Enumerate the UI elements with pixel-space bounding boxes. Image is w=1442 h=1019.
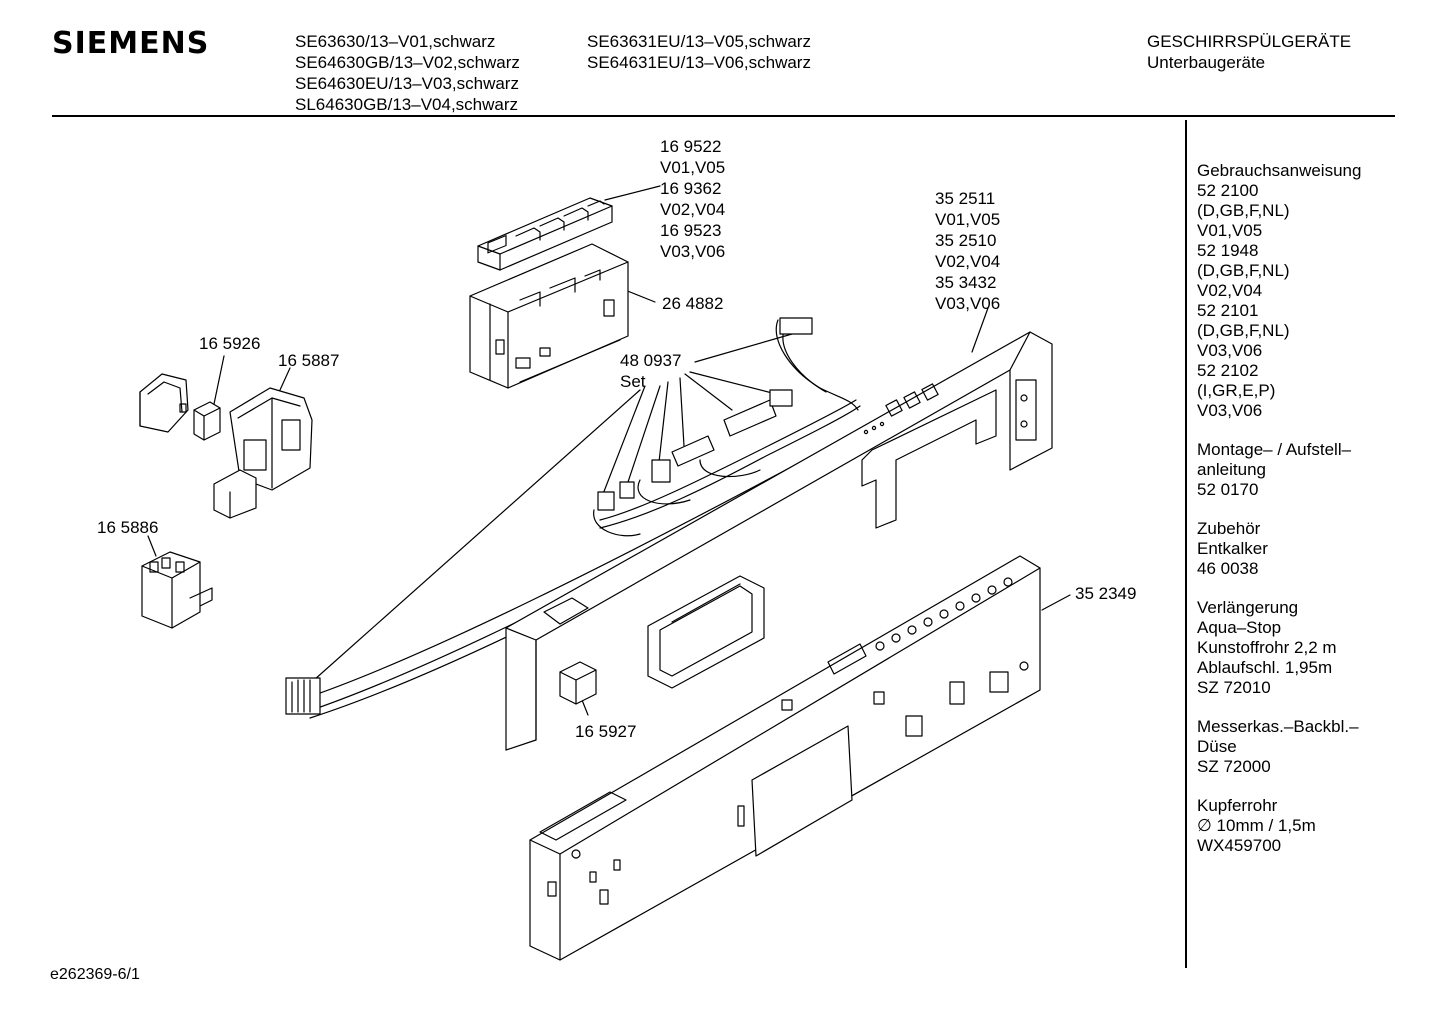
label-harness: 48 0937 Set — [620, 350, 681, 392]
note-line: Zubehör — [1197, 519, 1261, 538]
note-line: Kunstoffrohr 2,2 m — [1197, 638, 1337, 657]
brand-logo: SIEMENS — [52, 26, 210, 61]
category-line: Unterbaugeräte — [1147, 53, 1266, 72]
label-line: 16 9362 — [660, 179, 722, 198]
leader-lines — [147, 185, 1071, 716]
label-line: 48 0937 — [620, 351, 682, 370]
label-cover: 16 5926 — [199, 334, 261, 353]
housing-26-4882 — [469, 243, 629, 389]
label-front-panel: 35 2349 — [1075, 584, 1137, 603]
label-housing: 26 4882 — [662, 294, 724, 313]
panel-35-2511 — [505, 331, 1053, 751]
category-title: GESCHIRRSPÜLGERÄTE Unterbaugeräte — [1147, 31, 1351, 73]
note-line: SZ 72000 — [1197, 757, 1271, 776]
model-line: SE63631EU/13–V05,schwarz — [587, 32, 811, 51]
note-line: Messerkas.–Backbl.– — [1197, 717, 1359, 736]
note-line: V03,V06 — [1197, 341, 1263, 360]
label-line: V02,V04 — [660, 200, 726, 219]
note-line: Kupferrohr — [1197, 796, 1278, 815]
switch-16-5887 — [213, 387, 313, 519]
note-manual: Gebrauchsanweisung 52 2100 (D,GB,F,NL) V… — [1197, 161, 1361, 421]
cover-16-5926 — [139, 373, 189, 433]
label-line: V01,V05 — [935, 210, 1001, 229]
note-line: Entkalker — [1197, 539, 1268, 558]
model-line: SE64631EU/13–V06,schwarz — [587, 53, 811, 72]
relay-16-5886 — [141, 551, 213, 629]
label-control-module: 16 9522 V01,V05 16 9362 V02,V04 16 9523 … — [660, 136, 725, 262]
note-line: Verlängerung — [1197, 598, 1299, 617]
note-line: V02,V04 — [1197, 281, 1263, 300]
block-16-5927 — [559, 661, 597, 705]
sidebar-rule — [1185, 120, 1187, 968]
note-line: SZ 72010 — [1197, 678, 1271, 697]
label-block: 16 5927 — [575, 722, 637, 741]
label-panel: 35 2511 V01,V05 35 2510 V02,V04 35 3432 … — [935, 188, 1000, 314]
note-line: Ablaufschl. 1,95m — [1197, 658, 1333, 677]
model-list-2: SE63631EU/13–V05,schwarz SE64631EU/13–V0… — [587, 31, 811, 73]
note-line: 52 0170 — [1197, 480, 1259, 499]
label-switch: 16 5887 — [278, 351, 340, 370]
sidebar-notes: Gebrauchsanweisung 52 2100 (D,GB,F,NL) V… — [1197, 161, 1361, 875]
header-rule — [52, 115, 1395, 117]
note-line: 52 2101 — [1197, 301, 1259, 320]
note-accessory: Zubehör Entkalker 46 0038 — [1197, 519, 1361, 579]
note-line: ∅ 10mm / 1,5m — [1197, 816, 1316, 835]
label-line: V01,V05 — [660, 158, 726, 177]
note-line: Düse — [1197, 737, 1237, 756]
note-extension: Verlängerung Aqua–Stop Kunstoffrohr 2,2 … — [1197, 598, 1361, 698]
note-line: V01,V05 — [1197, 221, 1263, 240]
label-line: V03,V06 — [935, 294, 1001, 313]
note-line: WX459700 — [1197, 836, 1282, 855]
model-line: SL64630GB/13–V04,schwarz — [295, 95, 519, 114]
label-line: 35 3432 — [935, 273, 997, 292]
label-line: Set — [620, 372, 646, 391]
note-line: V03,V06 — [1197, 401, 1263, 420]
model-line: SE64630EU/13–V03,schwarz — [295, 74, 519, 93]
note-line: Montage– / Aufstell– — [1197, 440, 1352, 459]
label-line: 16 9522 — [660, 137, 722, 156]
note-line: (I,GR,E,P) — [1197, 381, 1276, 400]
label-line: V02,V04 — [935, 252, 1001, 271]
note-line: (D,GB,F,NL) — [1197, 201, 1290, 220]
model-line: SE63630/13–V01,schwarz — [295, 32, 496, 51]
note-line: Gebrauchsanweisung — [1197, 161, 1362, 180]
drawing-number: e262369-6/1 — [50, 966, 140, 983]
label-line: 16 9523 — [660, 221, 722, 240]
handle — [647, 575, 765, 689]
note-line: 52 2100 — [1197, 181, 1259, 200]
note-line: (D,GB,F,NL) — [1197, 321, 1290, 340]
relay-small — [193, 401, 221, 441]
note-nozzle: Messerkas.–Backbl.– Düse SZ 72000 — [1197, 717, 1361, 777]
wire-harness-48-0937 — [285, 317, 871, 719]
model-line: SE64630GB/13–V02,schwarz — [295, 53, 520, 72]
model-list-1: SE63630/13–V01,schwarz SE64630GB/13–V02,… — [295, 31, 520, 115]
note-line: 52 1948 — [1197, 241, 1259, 260]
note-line: 46 0038 — [1197, 559, 1259, 578]
note-line: (D,GB,F,NL) — [1197, 261, 1290, 280]
label-line: 35 2511 — [935, 189, 996, 208]
note-installation: Montage– / Aufstell– anleitung 52 0170 — [1197, 440, 1361, 500]
label-line: 35 2510 — [935, 231, 997, 250]
note-line: 52 2102 — [1197, 361, 1259, 380]
front-panel-35-2349 — [529, 555, 1041, 961]
note-copper-pipe: Kupferrohr ∅ 10mm / 1,5m WX459700 — [1197, 796, 1361, 856]
category-line: GESCHIRRSPÜLGERÄTE — [1147, 32, 1352, 51]
note-line: Aqua–Stop — [1197, 618, 1282, 637]
note-line: anleitung — [1197, 460, 1267, 479]
label-relay: 16 5886 — [97, 518, 159, 537]
label-line: V03,V06 — [660, 242, 726, 261]
control-module-16-9522 — [477, 197, 613, 271]
